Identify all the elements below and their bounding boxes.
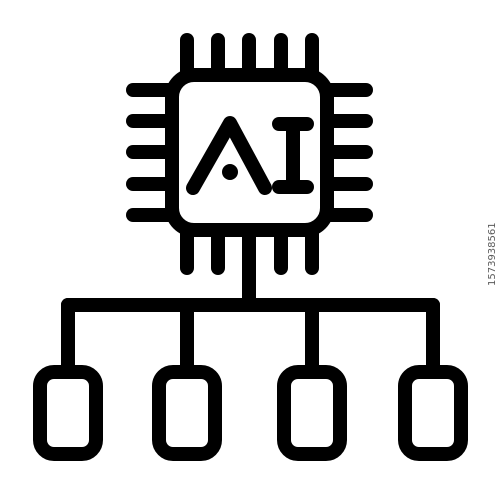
chip-left-pins bbox=[126, 83, 179, 222]
node-connectors bbox=[61, 298, 440, 379]
chip-bottom-pins bbox=[180, 223, 319, 275]
letter-a-stroke bbox=[186, 116, 272, 195]
stock-id-watermark: 1573938561 bbox=[487, 222, 498, 286]
chip-label-ai: AI bbox=[186, 116, 314, 195]
chip-right-pins bbox=[320, 83, 373, 222]
letter-a-dot bbox=[222, 164, 238, 180]
network-node bbox=[33, 365, 103, 461]
network-nodes bbox=[33, 365, 468, 461]
network-node bbox=[398, 365, 468, 461]
chip-top-pins bbox=[180, 33, 319, 82]
network-node bbox=[152, 365, 222, 461]
network-node bbox=[277, 365, 347, 461]
